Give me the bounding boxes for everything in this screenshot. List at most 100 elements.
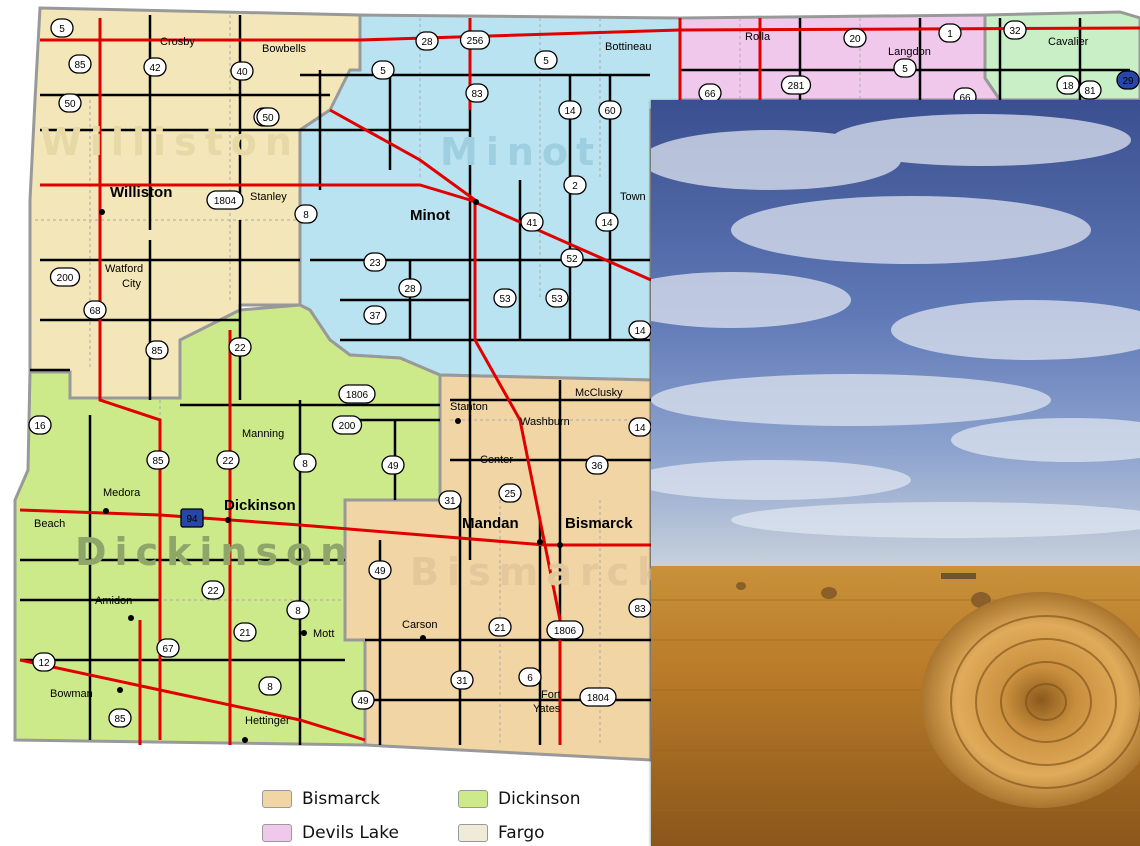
state-roads bbox=[20, 15, 1130, 745]
route-shield: 5 bbox=[50, 18, 74, 38]
route-shield-number: 40 bbox=[236, 67, 248, 78]
legend-item-fargo: Fargo bbox=[458, 822, 545, 844]
city-bowbells: Bowbells bbox=[262, 43, 307, 55]
town-dots bbox=[99, 199, 563, 743]
route-shield: 20 bbox=[843, 28, 867, 48]
route-shield-number: 49 bbox=[357, 696, 369, 707]
route-shield: 68 bbox=[83, 300, 107, 320]
route-shield: 5 bbox=[534, 50, 558, 70]
route-shield: 8 bbox=[258, 676, 282, 696]
route-shield-number: 36 bbox=[591, 461, 603, 472]
city-rolla: Rolla bbox=[745, 31, 771, 43]
city-stanton: Stanton bbox=[450, 401, 488, 413]
route-shield: 40 bbox=[230, 61, 254, 81]
route-shield-number: 66 bbox=[959, 93, 971, 104]
route-shield-number: 83 bbox=[634, 604, 646, 615]
route-shield: 200 bbox=[49, 267, 81, 287]
route-shield-number: 21 bbox=[494, 623, 506, 634]
route-shield-number: 49 bbox=[374, 566, 386, 577]
legend-label: Devils Lake bbox=[302, 823, 399, 843]
route-shield: 12 bbox=[32, 652, 56, 672]
route-shield: 281 bbox=[780, 75, 812, 95]
route-shield: 21 bbox=[233, 622, 257, 642]
route-shield: 16 bbox=[28, 415, 52, 435]
route-shield-number: 85 bbox=[114, 714, 126, 725]
route-shield: 1804 bbox=[579, 687, 617, 707]
city-washburn: Washburn bbox=[520, 416, 570, 428]
route-shield-number: 42 bbox=[149, 63, 161, 74]
legend-item-bismarck: Bismarck bbox=[262, 788, 380, 810]
route-shield: 53 bbox=[493, 288, 517, 308]
route-shield: 53 bbox=[545, 288, 569, 308]
city-crosby: Crosby bbox=[160, 36, 195, 48]
route-shield-number: 28 bbox=[421, 37, 433, 48]
route-shield-number: 94 bbox=[186, 514, 198, 525]
route-shield: 37 bbox=[363, 305, 387, 325]
route-shield-number: 5 bbox=[380, 66, 386, 77]
route-shield: 5 bbox=[893, 58, 917, 78]
route-shield-number: 50 bbox=[64, 99, 76, 110]
route-shield: 49 bbox=[368, 560, 392, 580]
city-towner: Town bbox=[620, 191, 646, 203]
route-shield: 83 bbox=[628, 598, 652, 618]
route-shield-number: 31 bbox=[444, 496, 456, 507]
route-shield: 1806 bbox=[546, 620, 584, 640]
route-shield: 60 bbox=[598, 100, 622, 120]
city-stanley: Stanley bbox=[250, 191, 287, 203]
route-shield: 14 bbox=[628, 417, 652, 437]
city-mott: Mott bbox=[313, 628, 334, 640]
region-label-dickinson: Dickinson bbox=[75, 530, 355, 574]
route-shield-number: 2 bbox=[572, 181, 578, 192]
route-shield: 8 bbox=[293, 453, 317, 473]
route-shield-number: 8 bbox=[295, 606, 301, 617]
route-shield-number: 22 bbox=[222, 456, 234, 467]
route-shield: 66 bbox=[698, 83, 722, 103]
route-shield: 256 bbox=[459, 30, 491, 50]
route-shield: 18 bbox=[1056, 75, 1080, 95]
route-shield: 29 bbox=[1116, 70, 1140, 90]
city-manning: Manning bbox=[242, 428, 284, 440]
route-shield: 8 bbox=[286, 600, 310, 620]
route-shield-number: 14 bbox=[634, 423, 646, 434]
cities: Crosby Bowbells Bottineau Rolla Langdon … bbox=[34, 31, 1089, 727]
route-shield: 8 bbox=[294, 204, 318, 224]
region-label-minot: Minot bbox=[440, 130, 602, 174]
route-shield: 94 bbox=[180, 508, 204, 528]
route-shield: 85 bbox=[145, 340, 169, 360]
route-shield: 14 bbox=[558, 100, 582, 120]
city-cavalier: Cavalier bbox=[1048, 36, 1089, 48]
route-shield-number: 67 bbox=[162, 644, 174, 655]
city-dickinson: Dickinson bbox=[224, 497, 296, 514]
route-shield: 14 bbox=[595, 212, 619, 232]
legend-item-dickinson: Dickinson bbox=[458, 788, 581, 810]
route-shield-number: 14 bbox=[564, 106, 576, 117]
route-shield-number: 200 bbox=[339, 421, 356, 432]
legend-swatch bbox=[458, 790, 488, 808]
route-shield: 36 bbox=[585, 455, 609, 475]
route-shield: 83 bbox=[465, 83, 489, 103]
route-shield: 6 bbox=[518, 667, 542, 687]
route-shield: 49 bbox=[351, 690, 375, 710]
route-shield: 85 bbox=[108, 708, 132, 728]
legend-label: Dickinson bbox=[498, 789, 581, 809]
route-shield-number: 28 bbox=[404, 284, 416, 295]
route-shield: 52 bbox=[560, 248, 584, 268]
route-shield-number: 18 bbox=[1062, 81, 1074, 92]
route-shield: 25 bbox=[498, 483, 522, 503]
route-shield-number: 12 bbox=[38, 658, 50, 669]
region-label-bismarck: Bismarck bbox=[410, 550, 670, 594]
route-shield: 42 bbox=[143, 57, 167, 77]
route-shield-number: 200 bbox=[57, 273, 74, 284]
route-shield: 28 bbox=[415, 31, 439, 51]
route-shield-number: 85 bbox=[152, 456, 164, 467]
route-shield-number: 22 bbox=[207, 586, 219, 597]
route-shield-number: 14 bbox=[601, 218, 613, 229]
route-shield: 67 bbox=[156, 638, 180, 658]
route-shield-number: 49 bbox=[387, 461, 399, 472]
route-shield-number: 6 bbox=[527, 673, 533, 684]
route-shield: 81 bbox=[1078, 80, 1102, 100]
route-shield-number: 23 bbox=[369, 258, 381, 269]
route-shield-number: 32 bbox=[1009, 26, 1021, 37]
city-bowman: Bowman bbox=[50, 688, 93, 700]
